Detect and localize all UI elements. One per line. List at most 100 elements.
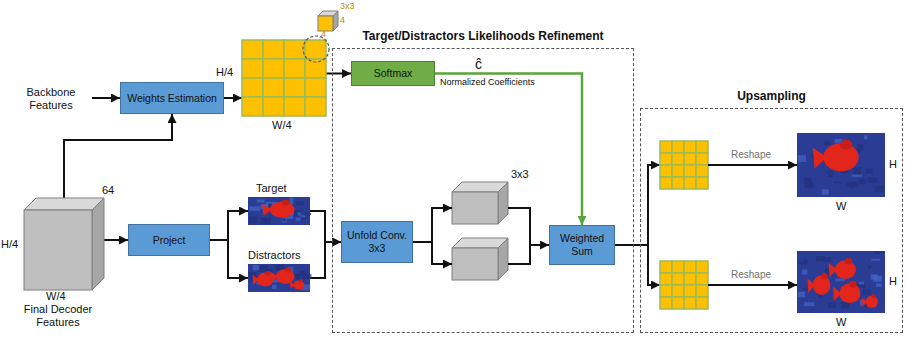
image-texture (290, 198, 294, 205)
weight-cell (684, 273, 696, 285)
weight-cell (684, 285, 696, 297)
weight-cell (660, 297, 672, 309)
object-fin (808, 278, 815, 293)
image-texture (847, 182, 858, 187)
flow-line (530, 244, 549, 246)
process-box: Weights Estimation (120, 82, 224, 114)
annotation-label: H (889, 158, 897, 171)
weight-cell (672, 141, 684, 153)
flow-line (648, 165, 660, 245)
object-fin (821, 273, 827, 280)
weight-cell (660, 261, 672, 273)
node-caption: W/4 (46, 290, 66, 303)
object-fin (871, 294, 875, 298)
flow-line (508, 208, 530, 245)
image-texture (868, 178, 878, 183)
reshape-arrow (708, 164, 797, 166)
box-label: Unfold Conv. 3x3 (347, 229, 407, 255)
process-box: Weighted Sum (549, 225, 615, 265)
image-texture (805, 183, 814, 188)
image-texture (257, 199, 265, 202)
weight-cell (696, 165, 708, 177)
image-texture (828, 175, 833, 177)
connector-arrow (104, 239, 128, 241)
object-blob (839, 283, 860, 303)
annotation-label: Backbone Features (14, 86, 88, 112)
object-blob (823, 143, 858, 171)
object-fin (270, 272, 277, 283)
image-texture (828, 302, 836, 307)
image-texture (865, 168, 873, 173)
connector-arrow (64, 114, 172, 198)
node-caption: H/4 (216, 66, 233, 79)
weight-cell (284, 97, 305, 116)
cube-front (452, 248, 498, 280)
object-fin (845, 258, 852, 265)
box-label: Weights Estimation (127, 92, 217, 105)
node-caption: Distractors (248, 249, 301, 262)
weight-cell (696, 153, 708, 165)
weight-cell (684, 153, 696, 165)
weight-cell (660, 153, 672, 165)
node-caption: H/4 (1, 238, 18, 251)
weight-cell (242, 40, 263, 59)
object-blob (835, 260, 856, 279)
object-fin (813, 147, 827, 168)
node-drawing (248, 197, 310, 225)
object-fin (833, 286, 841, 301)
flow-line (413, 241, 432, 243)
image-texture (864, 135, 867, 139)
group-region: Target/Distractors Likelihoods Refinemen… (332, 48, 634, 333)
weight-cell (684, 297, 696, 309)
annotation-label: W (836, 316, 846, 329)
annotation-label: H (889, 275, 897, 288)
image-texture (824, 142, 831, 145)
object-fin (829, 263, 837, 277)
weight-cell (696, 273, 708, 285)
weight-cell (672, 261, 684, 273)
region-title: Upsampling (641, 90, 902, 103)
weight-cell (284, 59, 305, 78)
weight-cell (305, 40, 326, 59)
object-fin (862, 298, 867, 307)
image-texture (858, 179, 866, 184)
annotation-label: 3x3 (340, 1, 355, 12)
object-fin (290, 282, 294, 289)
image-ground (797, 251, 885, 313)
box-label: Project (153, 234, 186, 247)
cube-front (24, 210, 92, 290)
image-panel: Distractors (248, 264, 310, 292)
weight-cell (672, 165, 684, 177)
process-box: Unfold Conv. 3x3 (341, 221, 413, 263)
highlight-circle (303, 36, 329, 62)
node-caption: 64 (102, 184, 114, 197)
object-fin (849, 281, 856, 288)
connector-arrow (224, 97, 242, 99)
image-texture (296, 218, 301, 221)
weight-cell (242, 59, 263, 78)
edge-label: ĉ (473, 57, 484, 72)
connector-arrow (326, 73, 351, 75)
object-fin (281, 200, 290, 205)
image-texture (823, 257, 831, 262)
image-texture (249, 217, 258, 223)
image-ground (248, 264, 310, 292)
weight-cell (263, 97, 284, 116)
weight-cell (696, 297, 708, 309)
image-texture (798, 155, 806, 162)
connector-arrow (310, 242, 341, 278)
weight-cell (684, 261, 696, 273)
object-fin (265, 271, 271, 276)
weight-cell (672, 273, 684, 285)
image-texture (798, 292, 805, 298)
weight-cell (696, 285, 708, 297)
object-blob (866, 296, 878, 308)
node-caption: Final Decoder Features (16, 303, 100, 329)
image-ground (797, 133, 885, 197)
cube-front (452, 192, 498, 224)
cube-front (318, 16, 333, 31)
weight-cell (263, 40, 284, 59)
weight-cell (660, 177, 672, 189)
weight-cell (696, 141, 708, 153)
annotation-label: 4 (340, 15, 345, 26)
